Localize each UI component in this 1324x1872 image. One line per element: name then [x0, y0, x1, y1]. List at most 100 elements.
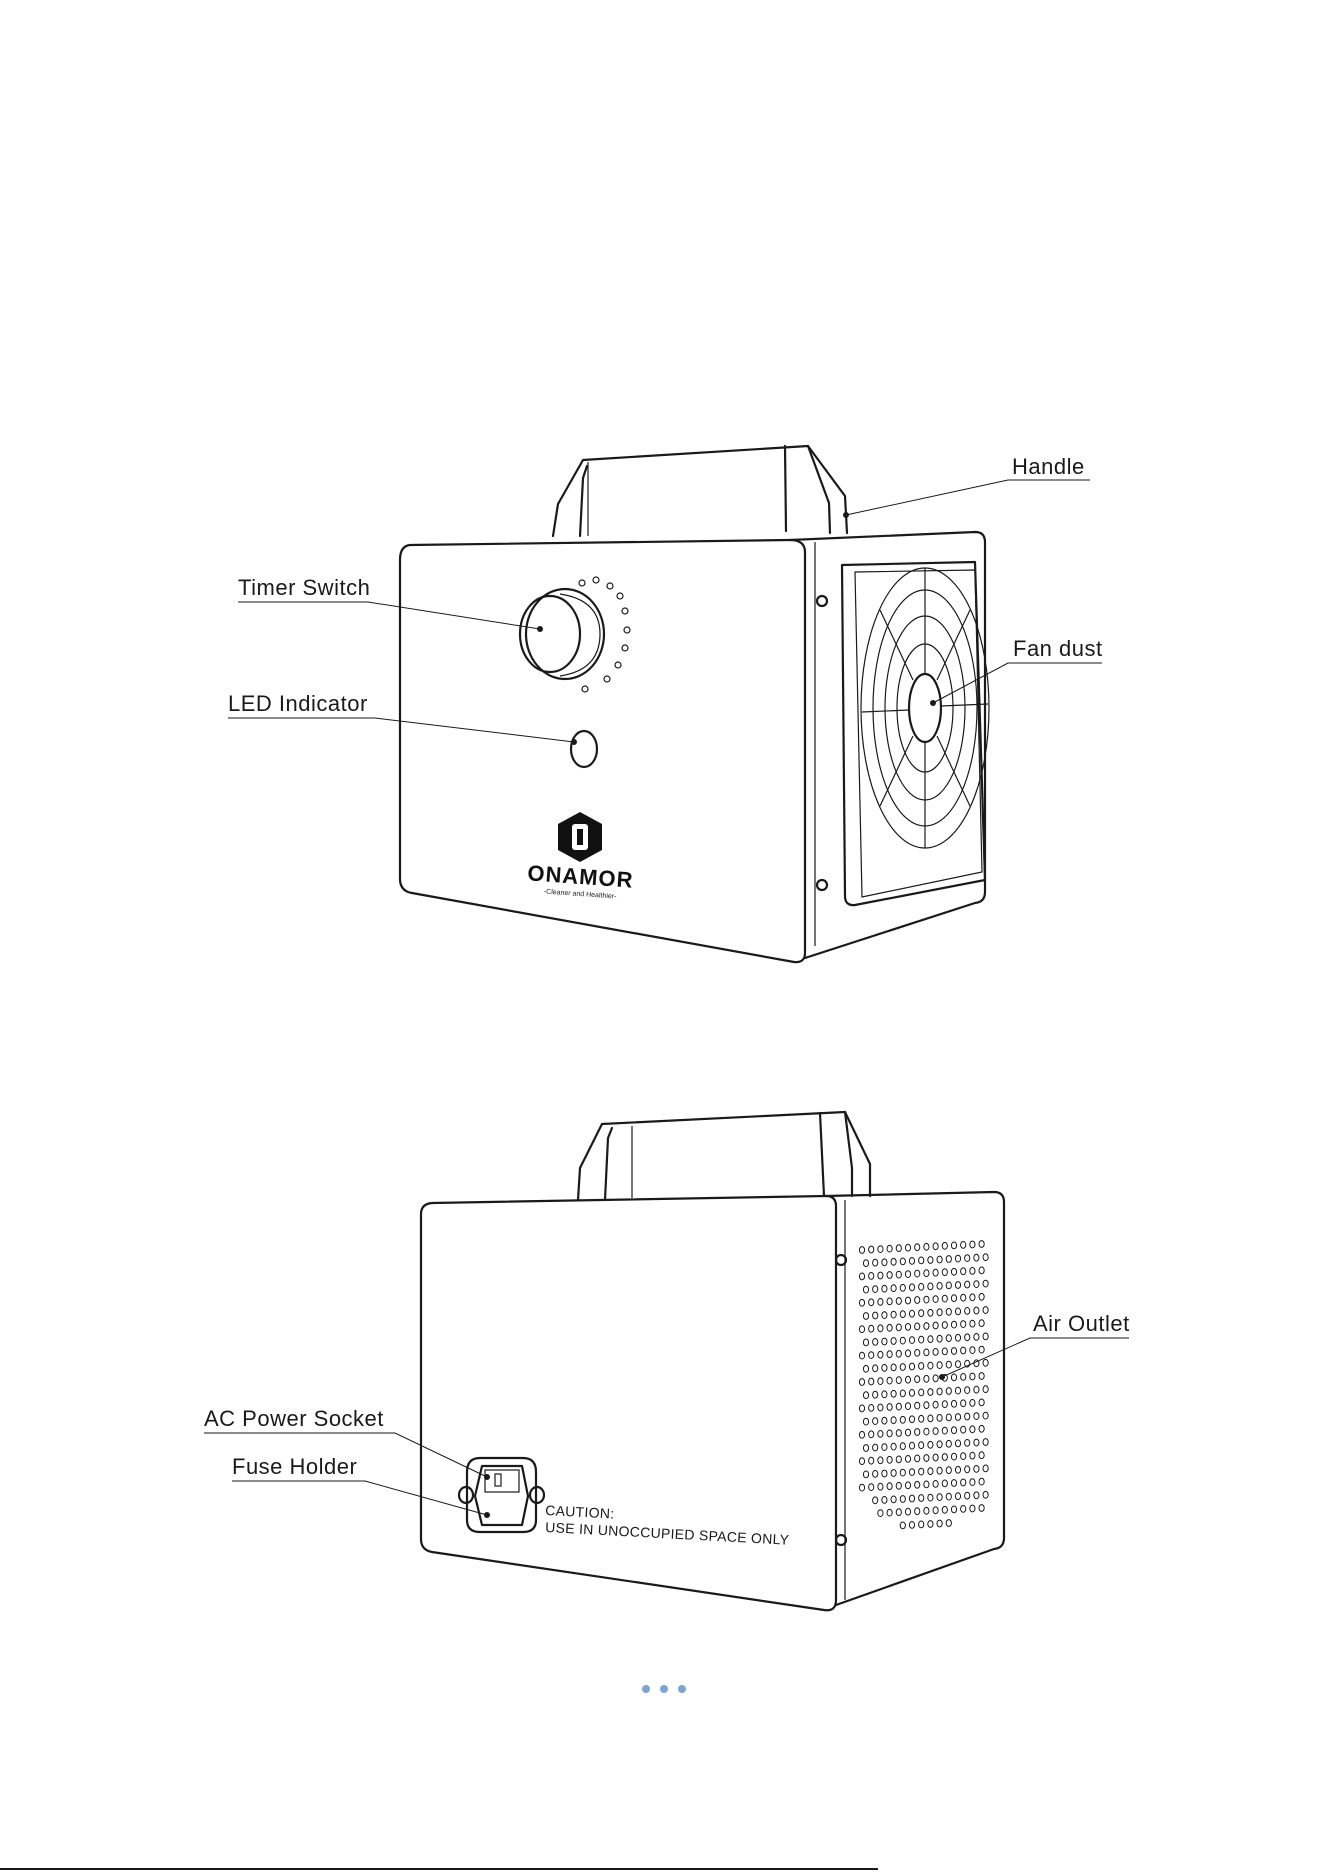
vent-hole	[863, 1392, 868, 1399]
vent-hole	[882, 1391, 887, 1398]
vent-hole	[961, 1321, 966, 1328]
vent-hole	[873, 1286, 878, 1293]
vent-hole	[924, 1481, 929, 1488]
back-handle-shape	[578, 1112, 870, 1200]
vent-hole	[937, 1467, 942, 1474]
vent-hole	[905, 1324, 910, 1331]
mount-hole	[817, 596, 827, 606]
vent-hole	[970, 1426, 975, 1433]
vent-hole	[928, 1283, 933, 1290]
vent-hole	[983, 1412, 988, 1419]
vent-hole	[859, 1484, 864, 1491]
vent-hole	[909, 1337, 914, 1344]
vent-hole	[937, 1256, 942, 1263]
vent-hole	[983, 1280, 988, 1287]
vent-hole	[951, 1506, 956, 1513]
vent-hole	[951, 1400, 956, 1407]
vent-hole	[900, 1364, 905, 1371]
vent-hole	[900, 1443, 905, 1450]
vent-hole	[933, 1243, 938, 1250]
vent-hole	[905, 1403, 910, 1410]
vent-hole	[933, 1401, 938, 1408]
vent-hole	[955, 1282, 960, 1289]
label-handle: Handle	[1012, 454, 1085, 479]
vent-hole	[900, 1496, 905, 1503]
vent-hole	[887, 1377, 892, 1384]
vent-hole	[900, 1337, 905, 1344]
vent-hole	[979, 1373, 984, 1380]
vent-hole	[955, 1334, 960, 1341]
vent-hole	[946, 1282, 951, 1289]
vent-hole	[979, 1346, 984, 1353]
vent-hole	[859, 1273, 864, 1280]
vent-hole	[955, 1466, 960, 1473]
vent-hole	[896, 1350, 901, 1357]
vent-hole	[970, 1452, 975, 1459]
vent-hole	[909, 1310, 914, 1317]
vent-hole	[937, 1520, 942, 1527]
vent-hole	[909, 1522, 914, 1529]
vent-hole	[887, 1245, 892, 1252]
vent-hole	[891, 1364, 896, 1371]
vent-hole	[878, 1325, 883, 1332]
vent-hole	[896, 1298, 901, 1305]
vent-hole	[878, 1378, 883, 1385]
vent-hole	[951, 1374, 956, 1381]
vent-hole	[863, 1339, 868, 1346]
vent-hole	[915, 1323, 920, 1330]
label-ac-power-socket: AC Power Socket	[204, 1406, 384, 1431]
vent-hole	[887, 1509, 892, 1516]
vent-hole	[924, 1455, 929, 1462]
vent-hole	[878, 1299, 883, 1306]
vent-hole	[909, 1363, 914, 1370]
vent-hole	[905, 1376, 910, 1383]
vent-hole	[869, 1378, 874, 1385]
vent-hole	[983, 1439, 988, 1446]
vent-hole	[979, 1241, 984, 1248]
vent-hole	[905, 1456, 910, 1463]
vent-hole	[878, 1431, 883, 1438]
vent-hole	[882, 1365, 887, 1372]
vent-hole	[955, 1493, 960, 1500]
vent-hole	[965, 1492, 970, 1499]
vent-hole	[873, 1418, 878, 1425]
vent-hole	[882, 1285, 887, 1292]
vent-hole	[924, 1243, 929, 1250]
vent-hole	[882, 1312, 887, 1319]
air-outlet-vents	[859, 1241, 988, 1529]
vent-hole	[869, 1299, 874, 1306]
vent-hole	[915, 1455, 920, 1462]
vent-hole	[942, 1295, 947, 1302]
vent-hole	[933, 1349, 938, 1356]
vent-hole	[919, 1310, 924, 1317]
vent-hole	[979, 1425, 984, 1432]
vent-hole	[933, 1428, 938, 1435]
vent-hole	[979, 1267, 984, 1274]
vent-hole	[873, 1471, 878, 1478]
vent-hole	[970, 1373, 975, 1380]
vent-hole	[900, 1469, 905, 1476]
vent-hole	[891, 1311, 896, 1318]
vent-hole	[946, 1520, 951, 1527]
vent-hole	[909, 1469, 914, 1476]
vent-hole	[873, 1391, 878, 1398]
vent-hole	[928, 1494, 933, 1501]
vent-hole	[946, 1256, 951, 1263]
vent-hole	[983, 1465, 988, 1472]
vent-hole	[887, 1483, 892, 1490]
vent-hole	[974, 1281, 979, 1288]
vent-hole	[965, 1413, 970, 1420]
pagination-dots	[642, 1685, 686, 1693]
vent-hole	[942, 1454, 947, 1461]
vent-hole	[965, 1387, 970, 1394]
label-timer-switch: Timer Switch	[238, 575, 370, 600]
vent-hole	[924, 1402, 929, 1409]
vent-hole	[955, 1387, 960, 1394]
fan-guard	[861, 568, 989, 848]
vent-hole	[919, 1257, 924, 1264]
vent-hole	[961, 1268, 966, 1275]
vent-hole	[955, 1255, 960, 1262]
vent-hole	[951, 1321, 956, 1328]
vent-hole	[970, 1400, 975, 1407]
vent-hole	[887, 1351, 892, 1358]
